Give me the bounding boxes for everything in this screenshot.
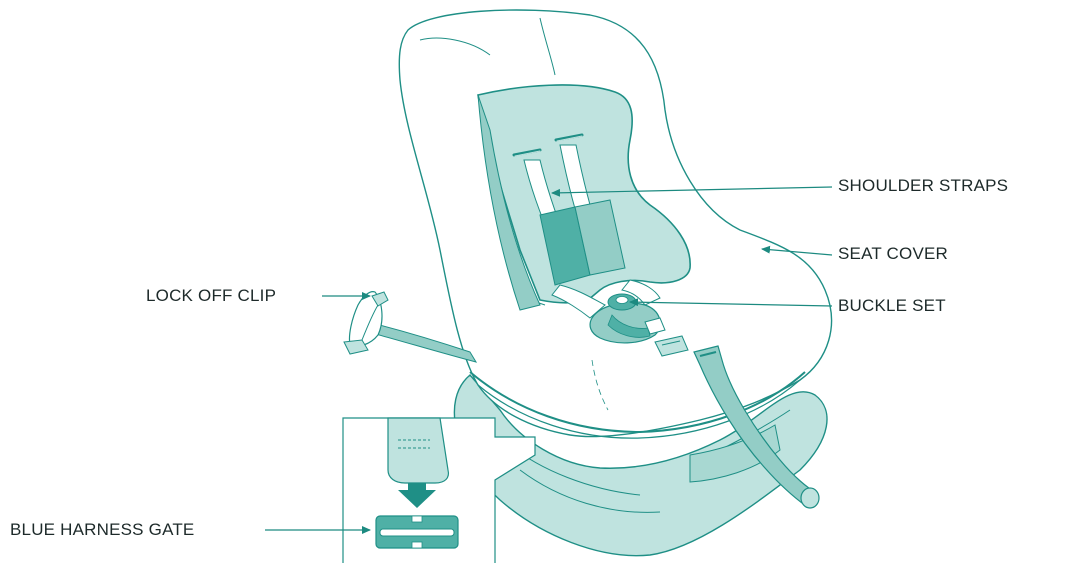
shoulder-straps-label: SHOULDER STRAPS xyxy=(838,176,1008,196)
lock-off-clip-label: LOCK OFF CLIP xyxy=(146,286,276,306)
seat-cover-label: SEAT COVER xyxy=(838,244,948,264)
buckle-set-label: BUCKLE SET xyxy=(838,296,946,316)
harness-gate-part xyxy=(376,516,458,548)
blue-harness-gate-label: BLUE HARNESS GATE xyxy=(10,520,194,540)
